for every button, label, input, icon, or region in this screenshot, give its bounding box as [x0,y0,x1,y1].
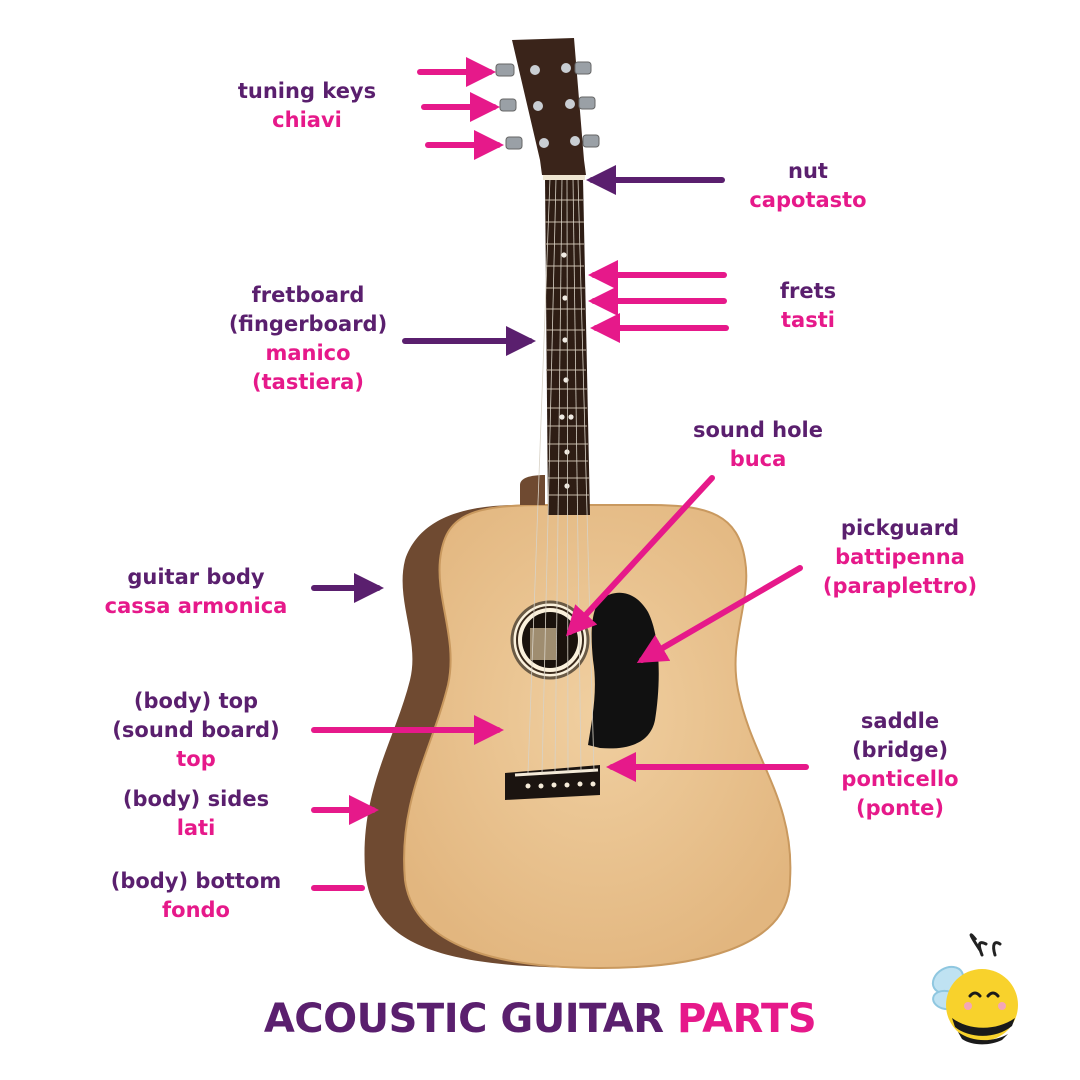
arrow-sound-hole [565,475,715,637]
title-part-2: PARTS [676,996,817,1042]
label-fretboard: fretboard (fingerboard) manico (tastiera… [213,281,403,397]
label-fretboard-it-1: manico [265,341,351,365]
label-guitar-body-en: guitar body [127,565,265,589]
bee-icon [931,933,1018,1045]
label-body-bottom-en: (body) bottom [110,869,282,893]
arrows [311,57,809,891]
label-frets: frets tasti [748,277,868,335]
label-guitar-body: guitar body cassa armonica [96,563,296,621]
label-body-top-en-1: (body) top [133,689,259,713]
guitar-headstock [512,38,586,175]
label-body-top: (body) top (sound board) top [106,687,286,774]
label-tuning-keys-it: chiavi [272,108,342,132]
label-pickguard-en: pickguard [840,516,960,540]
label-frets-it: tasti [781,308,835,332]
label-body-top-it: top [176,747,216,771]
label-fretboard-en-2: (fingerboard) [228,312,388,336]
label-body-sides-it: lati [176,816,216,840]
label-body-top-en-2: (sound board) [112,718,280,742]
acoustic-guitar-illustration [364,38,792,970]
label-body-bottom-it: fondo [162,898,230,922]
title-part-1: ACOUSTIC GUITAR [263,996,677,1042]
label-pickguard-it-1: battipenna [835,545,965,569]
pickguard-shape [588,592,659,749]
label-saddle-it-1: ponticello [841,767,959,791]
label-nut: nut capotasto [728,157,888,215]
label-saddle-en-2: (bridge) [851,738,949,762]
label-saddle: saddle (bridge) ponticello (ponte) [820,707,980,823]
label-tuning-keys-en: tuning keys [237,79,377,103]
label-body-bottom: (body) bottom fondo [96,867,296,925]
diagram-title: ACOUSTIC GUITAR PARTS [0,996,1080,1042]
label-saddle-en-1: saddle [860,709,940,733]
label-frets-en: frets [779,279,837,303]
label-body-sides-en: (body) sides [122,787,270,811]
label-nut-en: nut [788,159,828,183]
label-guitar-body-it: cassa armonica [104,594,288,618]
label-sound-hole: sound hole buca [678,416,838,474]
arrow-pickguard [636,565,803,664]
label-sound-hole-it: buca [729,447,787,471]
label-pickguard-it-2: (paraplettro) [822,574,978,598]
label-fretboard-en-1: fretboard [251,283,365,307]
label-nut-it: capotasto [749,188,867,212]
label-saddle-it-2: (ponte) [856,796,944,820]
label-sound-hole-en: sound hole [693,418,823,442]
label-fretboard-it-2: (tastiera) [252,370,364,394]
label-tuning-keys: tuning keys chiavi [227,77,387,135]
label-pickguard: pickguard battipenna (paraplettro) [810,514,990,601]
label-body-sides: (body) sides lati [106,785,286,843]
